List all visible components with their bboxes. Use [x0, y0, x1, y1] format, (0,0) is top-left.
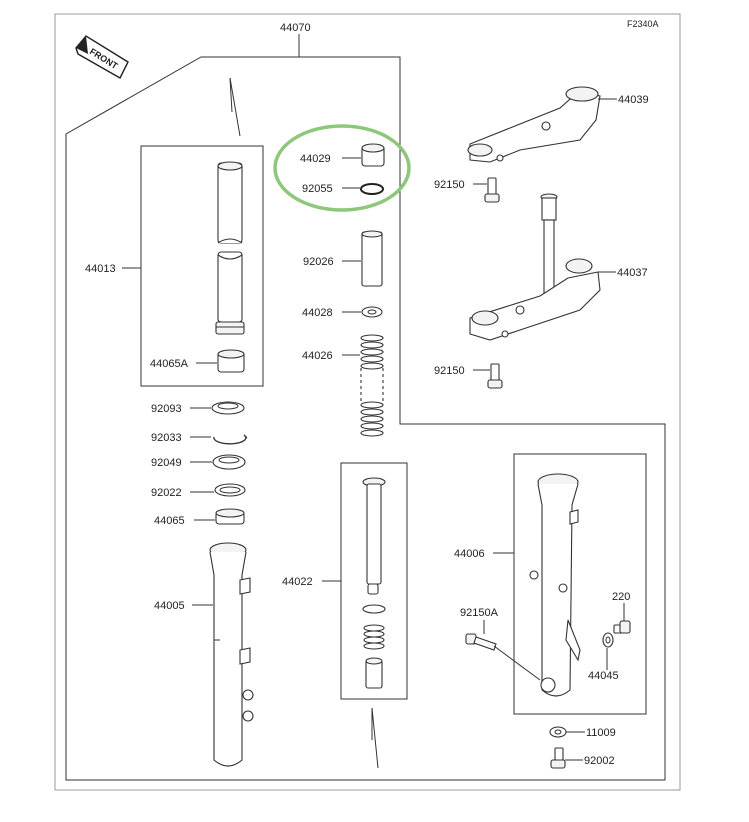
part-92150-bolt-upper	[484, 177, 500, 203]
label-44006: 44006	[454, 548, 485, 560]
label-92002: 92002	[584, 755, 615, 767]
label-44013: 44013	[85, 263, 116, 275]
label-44070: 44070	[280, 22, 311, 34]
part-92026-spacer	[361, 230, 383, 287]
label-44022: 44022	[282, 576, 313, 588]
label-92150-upper: 92150	[434, 179, 465, 191]
label-92150-lower: 92150	[434, 365, 465, 377]
part-44045-washer	[602, 632, 614, 648]
label-92049: 92049	[151, 457, 182, 469]
diagram-code: F2340A	[627, 19, 659, 29]
label-92033: 92033	[151, 432, 182, 444]
inner-tube-44013	[215, 161, 245, 335]
label-220: 220	[612, 591, 630, 603]
part-92022-washer	[214, 483, 246, 497]
diagram-frame	[54, 13, 681, 791]
label-92022: 92022	[151, 487, 182, 499]
part-44065-bush	[215, 508, 245, 525]
part-44026-spring	[360, 334, 384, 437]
part-92049-oil-seal	[212, 454, 246, 470]
label-44045: 44045	[588, 670, 619, 682]
part-92055-oring	[360, 183, 384, 195]
label-92093: 92093	[151, 403, 182, 415]
assembly-outline-44070	[65, 56, 666, 781]
part-92150A-bolt	[465, 633, 497, 651]
part-44029-cap	[361, 143, 385, 167]
break-mark-top	[229, 77, 241, 137]
label-44028: 44028	[302, 307, 333, 319]
part-92093-seal	[211, 401, 245, 415]
label-44026: 44026	[302, 350, 333, 362]
label-92026: 92026	[303, 256, 334, 268]
label-92055: 92055	[302, 183, 333, 195]
label-44065: 44065	[154, 515, 185, 527]
part-44006-outer-tube	[529, 473, 581, 697]
label-44065A: 44065A	[150, 358, 189, 370]
label-92150A: 92150A	[460, 607, 499, 619]
part-44039-upper-bracket	[467, 86, 601, 163]
part-11009-gasket	[549, 726, 567, 738]
part-220-bolt	[613, 620, 631, 634]
label-44039: 44039	[618, 94, 649, 106]
part-44065A	[217, 349, 245, 373]
part-44022-damper-rod	[362, 477, 386, 689]
part-92150-bolt-lower	[487, 363, 503, 389]
highlight-circle	[273, 124, 411, 212]
label-11009: 11009	[586, 727, 616, 739]
label-44029: 44029	[300, 153, 331, 165]
box-44006	[513, 453, 647, 715]
label-44037: 44037	[617, 267, 648, 279]
part-92002-bolt	[550, 747, 566, 769]
break-mark-bottom	[371, 707, 379, 769]
part-44028-washer	[361, 306, 383, 318]
box-44013	[140, 145, 264, 387]
part-44005-outer-tube	[209, 542, 254, 767]
part-92033-circlip	[213, 434, 248, 445]
front-arrow-icon: FRONT	[75, 35, 129, 79]
part-44037-steering-stem	[469, 193, 601, 341]
label-44005: 44005	[154, 600, 185, 612]
